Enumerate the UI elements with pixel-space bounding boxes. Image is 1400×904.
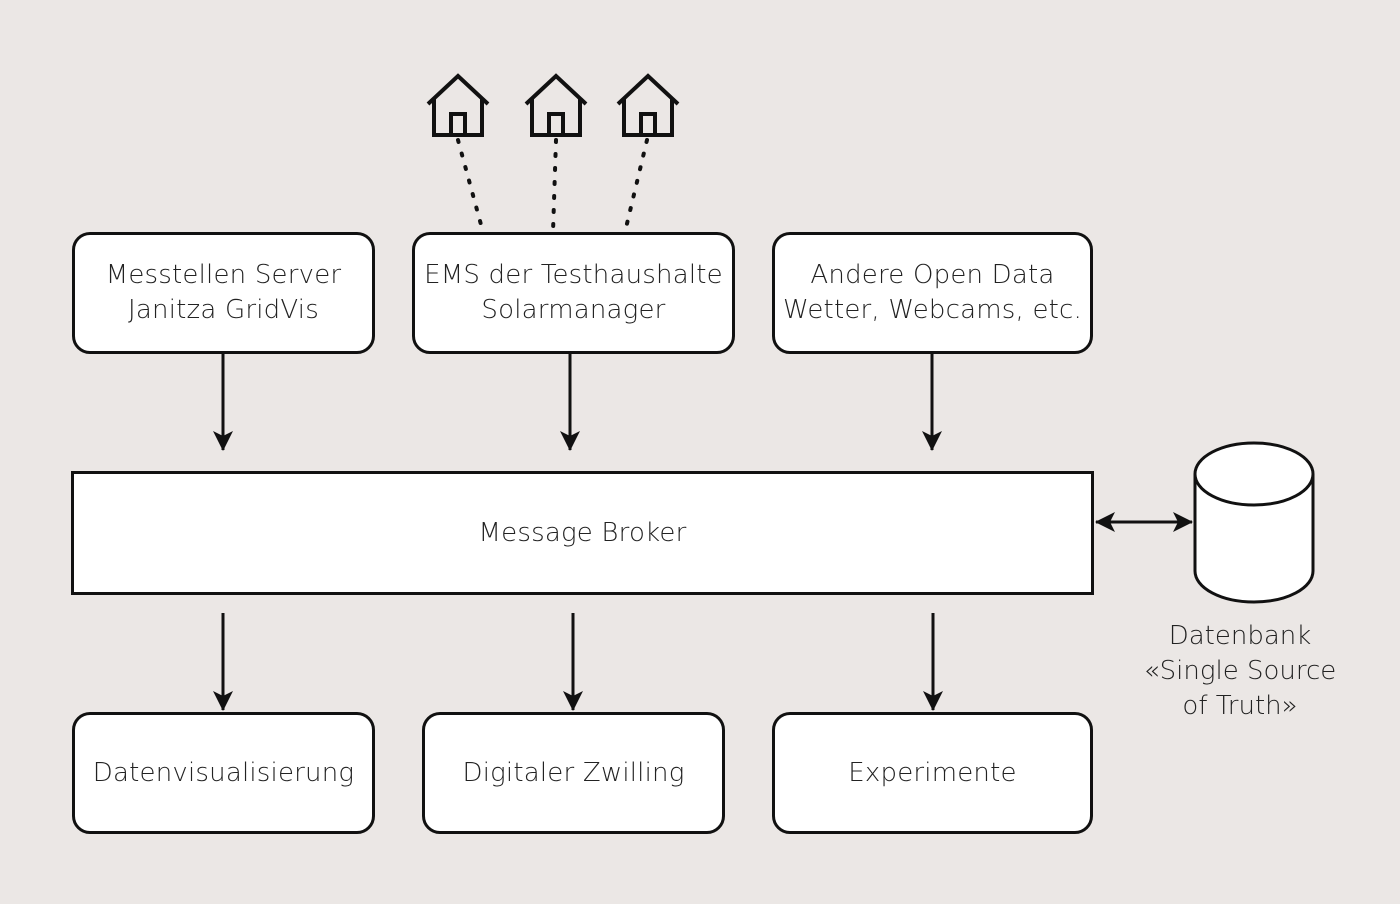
source-box-line2: Wetter, Webcams, etc. [782, 295, 1083, 325]
source-box-line1: Messtellen Server [105, 260, 342, 290]
database-label-line1: Datenbank [1168, 621, 1312, 651]
house-icon [616, 73, 680, 137]
output-box-digitaler-zwilling: Digitaler Zwilling [422, 712, 725, 834]
source-box-line1: Andere Open Data [810, 260, 1055, 290]
source-box-line2: Janitza GridVis [128, 295, 319, 325]
house-link-dotted [551, 138, 558, 234]
message-broker-label: Message Broker [478, 517, 687, 548]
output-box-datenvisualisierung: Datenvisualisierung [72, 712, 375, 834]
output-box-label: Datenvisualisierung [92, 757, 355, 788]
database-cylinder-icon [1193, 441, 1315, 604]
database-label-line2: «Single Source [1143, 656, 1337, 686]
source-box-line2: Solarmanager [481, 295, 666, 325]
source-box-messtellen: Messtellen Server Janitza GridVis [72, 232, 375, 354]
source-box-line1: EMS der Testhaushalte [424, 260, 723, 290]
house-icon [524, 73, 588, 137]
house-link-dotted [623, 138, 649, 234]
source-box-ems: EMS der Testhaushalte Solarmanager [412, 232, 735, 354]
output-box-experimente: Experimente [772, 712, 1093, 834]
source-box-open-data: Andere Open Data Wetter, Webcams, etc. [772, 232, 1093, 354]
output-box-label: Experimente [848, 757, 1017, 788]
house-link-dotted [456, 138, 485, 234]
message-broker-box: Message Broker [71, 471, 1094, 595]
output-box-label: Digitaler Zwilling [462, 757, 685, 788]
house-icon [426, 73, 490, 137]
database-label: Datenbank «Single Source of Truth» [1130, 619, 1350, 724]
database-label-line3: of Truth» [1182, 691, 1298, 721]
